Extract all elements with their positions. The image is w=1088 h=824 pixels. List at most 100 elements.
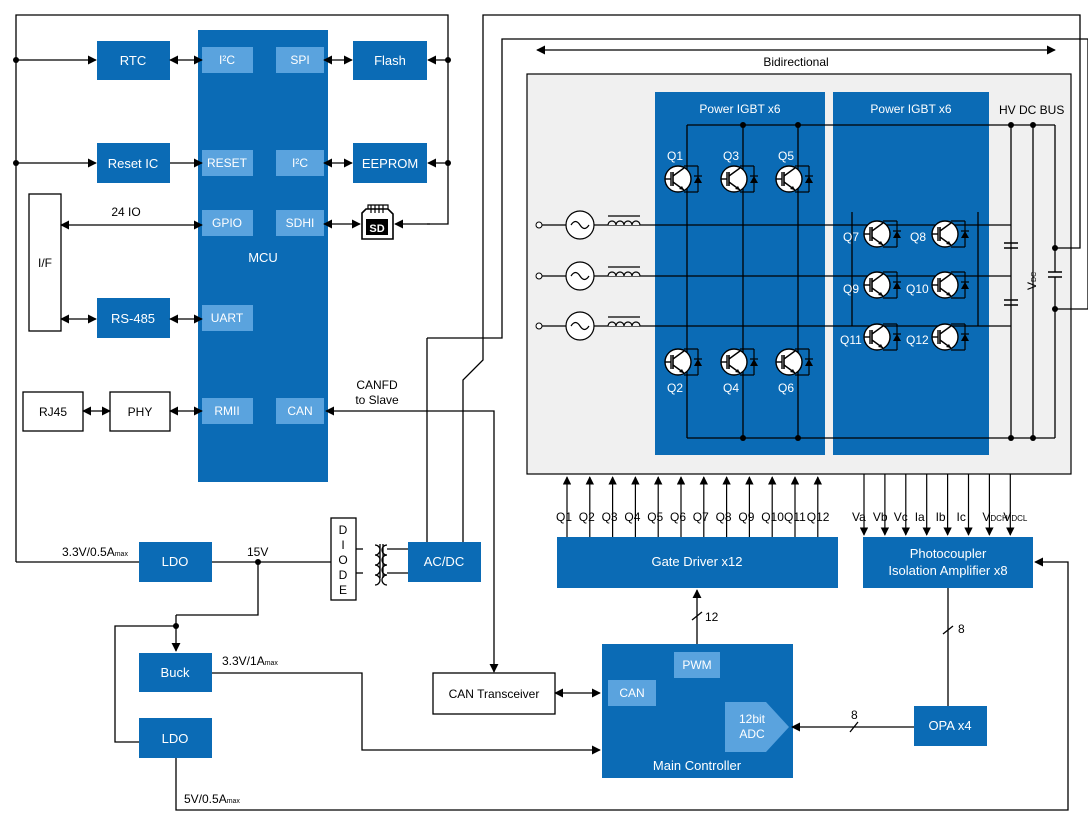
canfd-label-line1: CANFD [356,378,398,392]
svg-text:EEPROM: EEPROM [362,156,418,171]
opa-block: OPA x4 [914,706,987,746]
svg-text:RS-485: RS-485 [111,311,155,326]
sense-signal-2: Vc [894,474,910,536]
gate-signal-q5: Q5 [647,476,664,537]
main-controller-block: PWM CAN 12bit ADC Main Controller [602,644,793,778]
igbt-q6: Q6 [775,348,813,395]
svg-text:I²C: I²C [219,53,235,67]
sd-card-icon: SD [361,204,394,240]
mcu-port-reset: RESET [202,150,253,176]
sense-label-6: VDCH [982,510,1008,524]
gate-label-q8: Q8 [716,510,732,524]
sense-signal-0: Va [852,474,869,536]
sense-signal-7: VDCL [1003,474,1028,536]
svg-text:SPI: SPI [290,53,309,67]
igbt-left-panel [655,92,825,455]
gate-label-q3: Q3 [602,510,618,524]
svg-text:I²C: I²C [292,156,308,170]
sense-label-1: Vb [873,510,888,524]
svg-text:LDO: LDO [162,731,189,746]
gate-label-q2: Q2 [579,510,595,524]
reset-ic-block: Reset IC [97,143,170,183]
svg-text:OPA x4: OPA x4 [928,718,971,733]
eeprom-block: EEPROM [353,143,427,183]
phy-block: PHY [109,391,171,432]
gate-label-q9: Q9 [738,510,754,524]
gate-signal-q3: Q3 [602,476,618,537]
gate-signal-q7: Q7 [693,476,709,537]
svg-text:RTC: RTC [120,53,146,68]
gate-label-q11: Q11 [784,510,806,524]
svg-text:Isolation Amplifier x8: Isolation Amplifier x8 [888,563,1007,578]
igbt-label-q8: Q8 [910,230,926,244]
gate-signal-q9: Q9 [738,476,755,537]
svg-text:I/F: I/F [38,256,52,270]
ldo-bottom-block: LDO [139,718,212,758]
svg-text:UART: UART [211,311,244,325]
sense-label-5: Ic [957,510,966,524]
sense-label-7: VDCL [1003,510,1028,524]
mcu-port-gpio: GPIO [202,210,253,236]
igbt-q1: Q1 [664,149,702,193]
gate-signal-q11: Q11 [784,476,806,537]
vdc-label: VDC [1025,272,1039,290]
mcu-port-i2c-left: I²C [202,47,253,73]
diode-block: D I O D E [330,517,357,601]
gate-signal-q12: Q12 [807,476,830,537]
svg-text:Photocoupler: Photocoupler [910,546,987,561]
rs485-block: RS-485 [97,298,170,338]
sense-signal-1: Vb [873,474,890,536]
svg-text:PWM: PWM [682,658,711,672]
igbt-label-q11: Q11 [840,333,862,347]
v5-05-label: 5V/0.5Amax [184,792,240,806]
wires [13,14,1088,811]
gate-label-q4: Q4 [624,510,640,524]
photocoupler-block: Photocoupler Isolation Amplifier x8 [863,537,1033,588]
svg-text:I: I [341,538,344,552]
igbt-right-panel [833,92,989,455]
v15-label: 15V [247,545,268,559]
gate-signal-q10: Q10 [761,476,784,537]
sense-label-3: Ia [915,510,925,524]
mcu-port-sdhi: SDHI [276,210,324,236]
sense-label-2: Vc [894,510,908,524]
can-transceiver-block: CAN Transceiver [432,672,556,715]
igbt-q12: Q12 [906,323,969,351]
svg-text:PHY: PHY [128,405,153,419]
gate-label-q5: Q5 [647,510,663,524]
svg-text:CAN: CAN [619,686,644,700]
igbt-right-title: Power IGBT x6 [870,102,951,116]
gate-signal-q6: Q6 [670,476,686,537]
svg-text:O: O [338,553,347,567]
gate-label-q10: Q10 [761,510,784,524]
v33-1-label: 3.3V/1Amax [222,654,278,668]
igbt-q2: Q2 [664,348,702,395]
gate-label-q6: Q6 [670,510,686,524]
svg-text:RESET: RESET [207,156,248,170]
igbt-label-q10: Q10 [906,282,929,296]
igbt-label-q4: Q4 [723,381,739,395]
hv-dc-bus-label: HV DC BUS [999,103,1064,117]
svg-text:12bit: 12bit [739,712,766,726]
svg-text:CAN Transceiver: CAN Transceiver [449,687,540,701]
dc-bus-capacitors [1004,124,1062,439]
svg-text:Gate Driver x12: Gate Driver x12 [651,554,742,569]
sense-signal-4: Ib [936,474,952,536]
buck-block: Buck [139,653,212,692]
gate-label-q12: Q12 [807,510,830,524]
gate-driver-block: Gate Driver x12 [557,537,838,588]
svg-text:RJ45: RJ45 [39,405,67,419]
inductor-icons [607,215,641,327]
gate-signal-q1: Q1 [556,476,572,537]
if-block: I/F [28,193,62,332]
gate-label-q1: Q1 [556,510,572,524]
igbt-label-q1: Q1 [667,149,683,163]
igbt-label-q3: Q3 [723,149,739,163]
bus-12-label: 12 [705,610,719,624]
svg-text:AC/DC: AC/DC [424,554,464,569]
svg-text:LDO: LDO [162,554,189,569]
igbt-q5: Q5 [775,149,813,193]
acdc-block: AC/DC [408,542,481,582]
